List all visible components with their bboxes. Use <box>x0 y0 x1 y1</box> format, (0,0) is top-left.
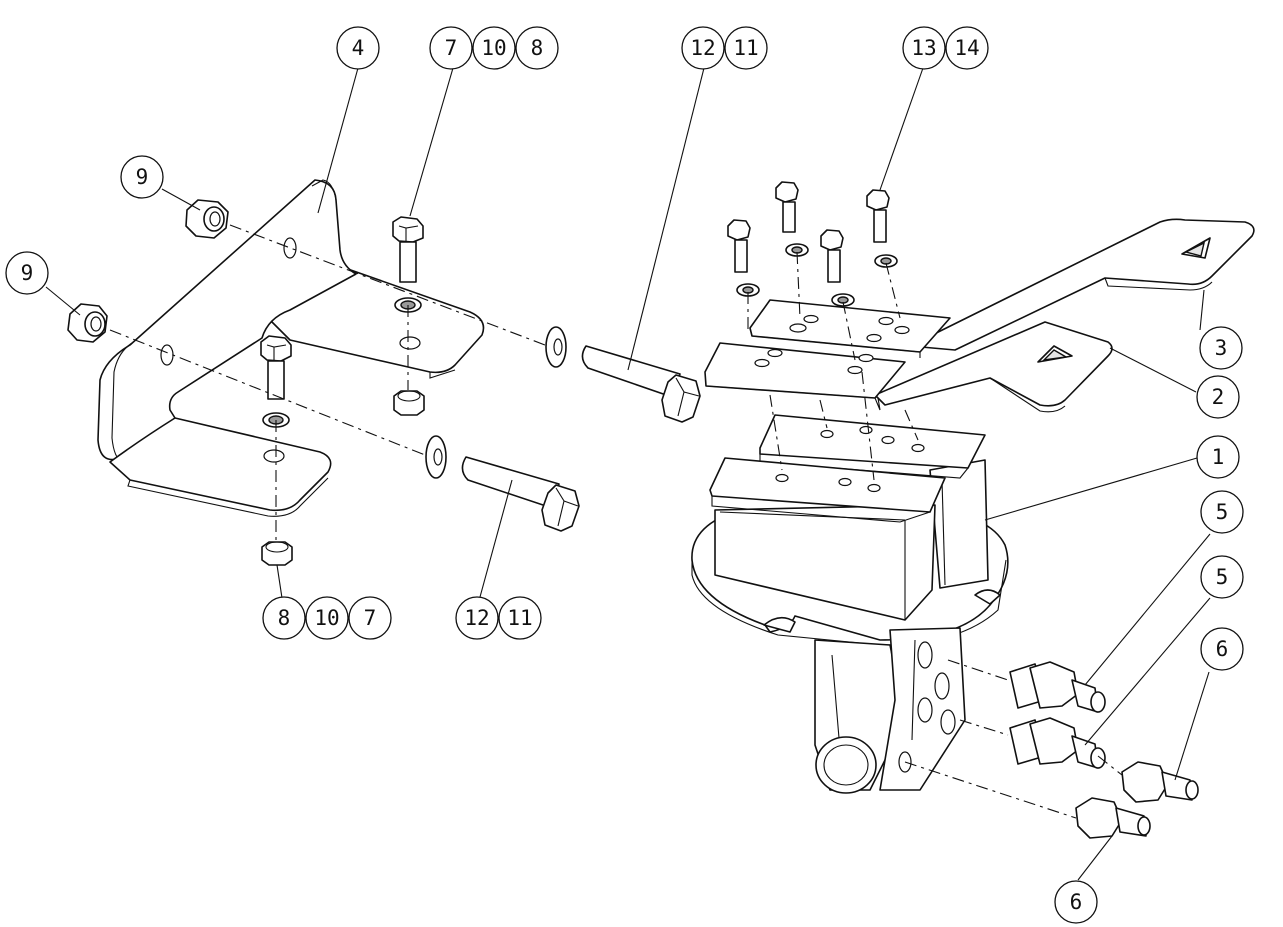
balloon-7-top: 7 <box>429 26 473 70</box>
svg-text:14: 14 <box>954 36 979 60</box>
balloon-10-top: 10 <box>472 26 516 70</box>
svg-text:8: 8 <box>531 36 544 60</box>
balloon-11-bottom: 11 <box>498 596 542 640</box>
svg-text:12: 12 <box>690 36 715 60</box>
balloon-14: 14 <box>945 26 989 70</box>
svg-text:1: 1 <box>1212 445 1225 469</box>
svg-text:4: 4 <box>352 36 365 60</box>
svg-text:12: 12 <box>464 606 489 630</box>
svg-text:7: 7 <box>445 36 458 60</box>
center-lines <box>109 224 1123 819</box>
balloon-labels: 4 7 10 8 12 11 13 14 9 9 3 2 1 5 5 6 6 8… <box>5 26 1244 924</box>
fittings <box>1009 661 1199 839</box>
balloon-12-bottom: 12 <box>455 596 499 640</box>
balloon-8-top: 8 <box>515 26 559 70</box>
svg-text:10: 10 <box>481 36 506 60</box>
balloon-6-upper: 6 <box>1200 627 1244 671</box>
balloon-12-top: 12 <box>681 26 725 70</box>
balloon-3: 3 <box>1199 326 1243 370</box>
svg-text:5: 5 <box>1216 500 1229 524</box>
svg-text:5: 5 <box>1216 565 1229 589</box>
svg-text:11: 11 <box>507 606 532 630</box>
balloon-1: 1 <box>1196 435 1240 479</box>
mounting-plates <box>704 181 1255 413</box>
svg-text:9: 9 <box>136 165 149 189</box>
balloon-6-lower: 6 <box>1054 880 1098 924</box>
leader-lines <box>45 67 1211 881</box>
balloon-10-bottom: 10 <box>305 596 349 640</box>
balloon-2: 2 <box>1196 375 1240 419</box>
svg-text:11: 11 <box>733 36 758 60</box>
svg-text:8: 8 <box>278 606 291 630</box>
balloon-4: 4 <box>336 26 380 70</box>
svg-text:2: 2 <box>1212 385 1225 409</box>
balloon-13: 13 <box>902 26 946 70</box>
balloon-8-bottom: 8 <box>262 596 306 640</box>
svg-text:13: 13 <box>911 36 936 60</box>
balloon-9-upper: 9 <box>120 155 164 199</box>
balloon-11-top: 11 <box>724 26 768 70</box>
svg-text:9: 9 <box>21 261 34 285</box>
balloon-7-bottom: 7 <box>348 596 392 640</box>
balloon-5-lower: 5 <box>1200 555 1244 599</box>
balloon-5-upper: 5 <box>1200 490 1244 534</box>
svg-text:6: 6 <box>1070 890 1083 914</box>
svg-text:10: 10 <box>314 606 339 630</box>
main-unit <box>691 414 1009 794</box>
balloon-9-lower: 9 <box>5 251 49 295</box>
svg-text:7: 7 <box>364 606 377 630</box>
bracket-fasteners <box>67 199 701 566</box>
svg-text:3: 3 <box>1215 336 1228 360</box>
svg-text:6: 6 <box>1216 637 1229 661</box>
